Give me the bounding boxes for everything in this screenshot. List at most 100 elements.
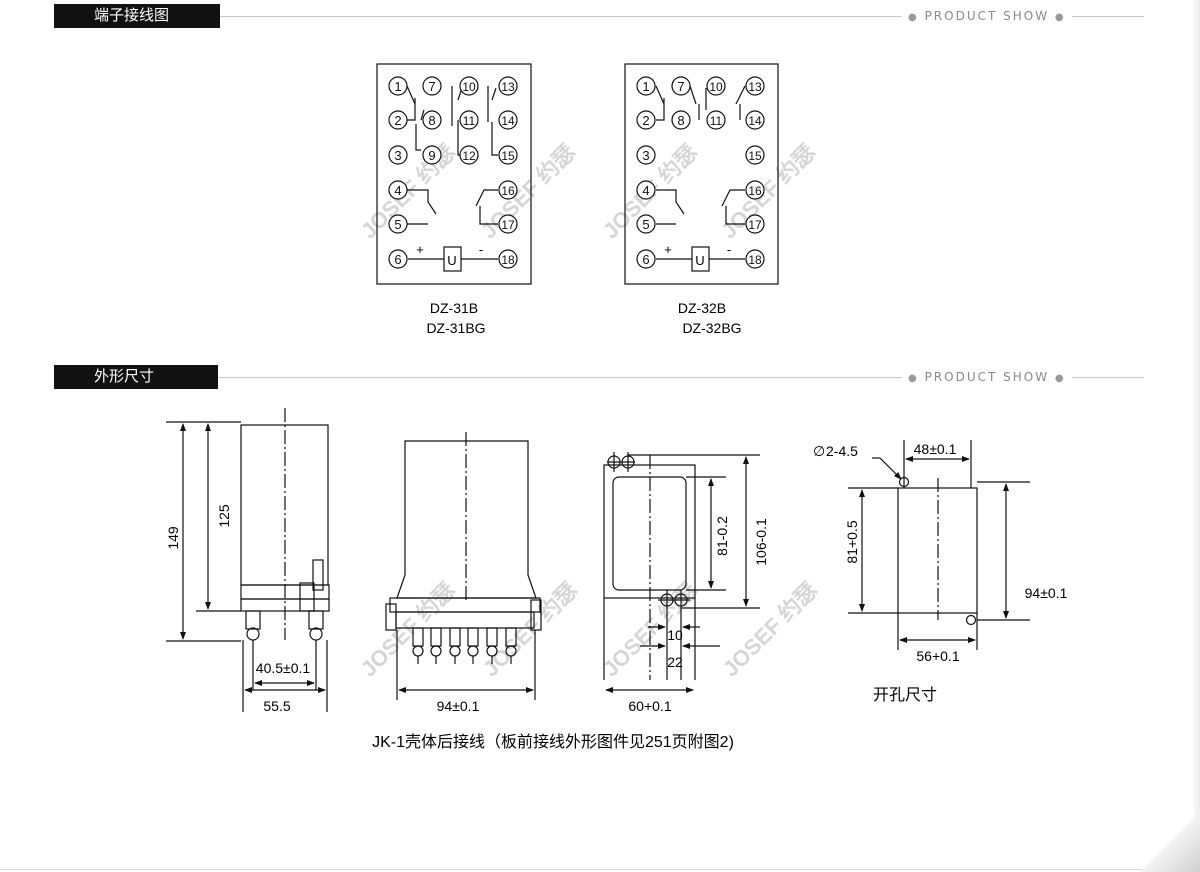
terminal-circle [459, 76, 479, 96]
front-pin-head [430, 645, 442, 657]
terminal-circle [388, 145, 408, 165]
section-title-dimensions: 外形尺寸 [54, 365, 218, 389]
front-pin [449, 627, 461, 647]
side-view [166, 408, 330, 712]
terminal-number: 5 [394, 217, 401, 232]
cutout-hole [965, 614, 977, 626]
terminal-circle [459, 145, 479, 165]
product-show-tag-2: ● PRODUCT SHOW ● [902, 370, 1072, 384]
terminal-number: 8 [428, 113, 435, 128]
terminal-number: 14 [501, 114, 515, 128]
terminal-circle [745, 145, 765, 165]
contact-wire [487, 86, 497, 122]
contact-wire [451, 86, 463, 118]
contact-wire [655, 85, 665, 105]
contact-wire [407, 98, 416, 121]
product-show-label: PRODUCT SHOW [924, 9, 1050, 23]
diagram-frame [624, 63, 779, 285]
watermark-text: JOSEF 约瑟 [718, 577, 822, 681]
product-show-label: PRODUCT SHOW [924, 370, 1050, 384]
terminal-number: 1 [642, 79, 649, 94]
terminal-number: 15 [501, 149, 515, 163]
product-show-tag-1: ● PRODUCT SHOW ● [902, 9, 1072, 23]
dim-label: 56+0.1 [916, 648, 959, 664]
terminal-circle [459, 110, 479, 130]
contact-wire [689, 85, 707, 120]
page-bottom-rule [0, 869, 1200, 870]
terminal-circle [422, 145, 442, 165]
rear-view [603, 452, 760, 693]
terminal-circle [706, 76, 726, 96]
terminal-diagram-dz32b [624, 63, 779, 285]
contact-wire [656, 98, 665, 121]
dim-label: 81+0.5 [844, 520, 860, 563]
terminal-circle [498, 214, 518, 234]
coil-minus-label: - [479, 242, 483, 257]
terminal-circle [388, 249, 408, 269]
coil-plus-label: + [416, 242, 424, 257]
side-terminal [312, 559, 324, 591]
model-label-dz32b: DZ-32B [678, 300, 726, 316]
model-label-dz31bg: DZ-31BG [426, 320, 485, 336]
front-side-lug [385, 603, 397, 631]
terminal-number: 11 [463, 114, 476, 128]
terminal-number: 7 [677, 79, 684, 94]
terminal-number: 10 [462, 80, 476, 94]
dim-label: 94±0.1 [437, 698, 480, 714]
section-divider-terminal [220, 16, 1144, 17]
dim-label: 2-4.5 [826, 443, 858, 459]
terminal-number: 16 [501, 184, 515, 198]
terminal-diagram-dz31b [376, 63, 532, 285]
side-pin [308, 610, 324, 630]
watermark-text: JOSEF 约瑟 [356, 139, 460, 243]
terminal-number: 6 [642, 252, 649, 267]
section-title-terminal: 端子接线图 [54, 4, 220, 28]
terminal-number: 9 [428, 148, 435, 163]
front-view [385, 432, 542, 700]
terminal-circle [498, 249, 518, 269]
terminal-circle [636, 76, 656, 96]
diagram-frame [376, 63, 532, 285]
front-side-lug [530, 599, 542, 631]
terminal-number: 10 [709, 80, 723, 94]
terminal-circle [498, 110, 518, 130]
contact-wire [407, 189, 437, 225]
dim-label: 55.5 [263, 698, 290, 714]
terminal-circle [498, 76, 518, 96]
terminal-circle [388, 110, 408, 130]
leader-line [879, 457, 902, 480]
terminal-number: 17 [501, 218, 515, 232]
terminal-circle [745, 249, 765, 269]
terminal-number: 1 [394, 79, 401, 94]
coil-u-label: U [695, 253, 704, 268]
terminal-number: 3 [394, 148, 401, 163]
front-pin [430, 627, 442, 647]
front-pin [467, 627, 479, 647]
terminal-circle [636, 110, 656, 130]
terminal-number: 11 [710, 114, 723, 128]
figure-caption: JK-1壳体后接线（板前接线外形图件见251页附图2) [372, 733, 734, 751]
terminal-number: 18 [501, 253, 515, 267]
dim-label: 106-0.1 [753, 518, 769, 566]
terminal-circle [636, 214, 656, 234]
terminal-number: 12 [462, 149, 476, 163]
side-terminal [299, 582, 315, 612]
section-divider-dimensions [218, 377, 1144, 378]
front-pin-head [449, 645, 461, 657]
dim-label: 125 [216, 504, 232, 528]
terminal-number: 6 [394, 252, 401, 267]
terminal-number: 15 [748, 149, 762, 163]
terminal-number: 4 [394, 183, 401, 198]
coil-box [691, 246, 710, 272]
dim-label: 94±0.1 [1025, 585, 1068, 601]
dim-label: 60+0.1 [628, 698, 671, 714]
cutout-view [848, 440, 1030, 650]
terminal-number: 18 [748, 253, 762, 267]
cutout-caption: 开孔尺寸 [873, 686, 937, 704]
terminal-circle [636, 180, 656, 200]
front-pin-head [412, 645, 424, 657]
terminal-number: 2 [394, 113, 401, 128]
terminal-number: 13 [501, 80, 515, 94]
